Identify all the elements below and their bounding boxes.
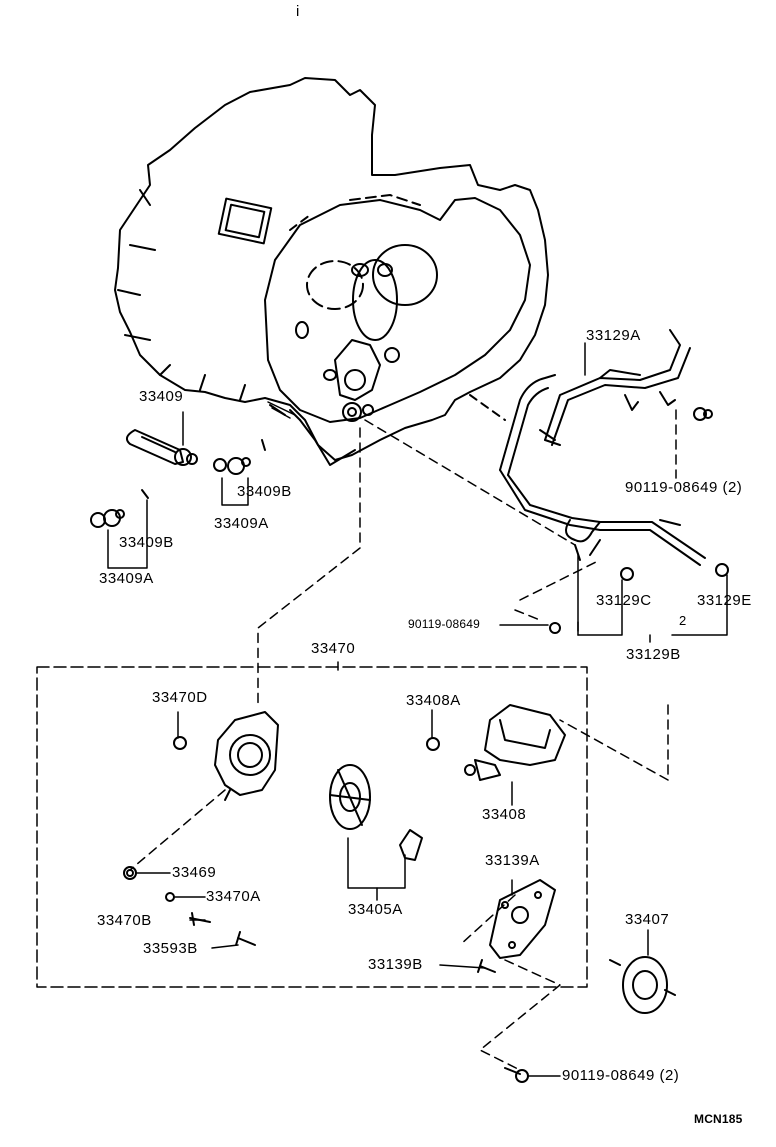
- gear-33405A: [329, 764, 423, 861]
- transmission-housing: [114, 77, 549, 466]
- part-label-33407: 33407: [625, 911, 670, 928]
- label-i: i: [296, 3, 300, 20]
- part-label-33409A-lower: 33409A: [99, 570, 154, 587]
- part-label-33139A: 33139A: [485, 852, 540, 869]
- part-label-33129C: 33129C: [596, 592, 652, 609]
- solid-leaders: [107, 342, 728, 1077]
- part-label-33408A: 33408A: [406, 692, 461, 709]
- small-parts: [123, 866, 256, 946]
- speed-sensor-33470D: [173, 711, 279, 801]
- part-label-33469: 33469: [172, 864, 217, 881]
- part-label-33408: 33408: [482, 806, 527, 823]
- part-label-33470: 33470: [311, 640, 356, 657]
- part-label-90119-08649-mid: 90119-08649: [408, 617, 481, 631]
- assembly-boundary-box: [36, 666, 588, 988]
- sensor-33408: [426, 704, 566, 781]
- part-label-33129A: 33129A: [586, 327, 641, 344]
- shift-lever-33409: [90, 401, 296, 528]
- part-label-33470D: 33470D: [152, 689, 208, 706]
- bolt-90119-bottom: [504, 1067, 529, 1083]
- part-label-90119-08649-bottom: 90119-08649 (2): [562, 1067, 680, 1084]
- part-label-33470B: 33470B: [97, 912, 152, 929]
- part-label-33139B: 33139B: [368, 956, 423, 973]
- part-label-33593B: 33593B: [143, 940, 198, 957]
- part-label-33409B-upper: 33409B: [237, 483, 292, 500]
- part-label-90119-08649-top: 90119-08649 (2): [625, 479, 743, 496]
- cover-33139A: [477, 879, 556, 973]
- part-label-33405A: 33405A: [348, 901, 403, 918]
- cooler-tubes-33129: [499, 329, 729, 634]
- label-small-2: 2: [679, 613, 687, 628]
- part-label-33129B: 33129B: [626, 646, 681, 663]
- part-33407: [609, 956, 676, 1014]
- part-label-33129E: 33129E: [697, 592, 752, 609]
- part-label-33409A-upper: 33409A: [214, 515, 269, 532]
- diagram-code: MCN185: [694, 1112, 743, 1126]
- part-label-33409B-lower: 33409B: [119, 534, 174, 551]
- part-label-33470A: 33470A: [206, 888, 261, 905]
- part-label-33409: 33409: [139, 388, 184, 405]
